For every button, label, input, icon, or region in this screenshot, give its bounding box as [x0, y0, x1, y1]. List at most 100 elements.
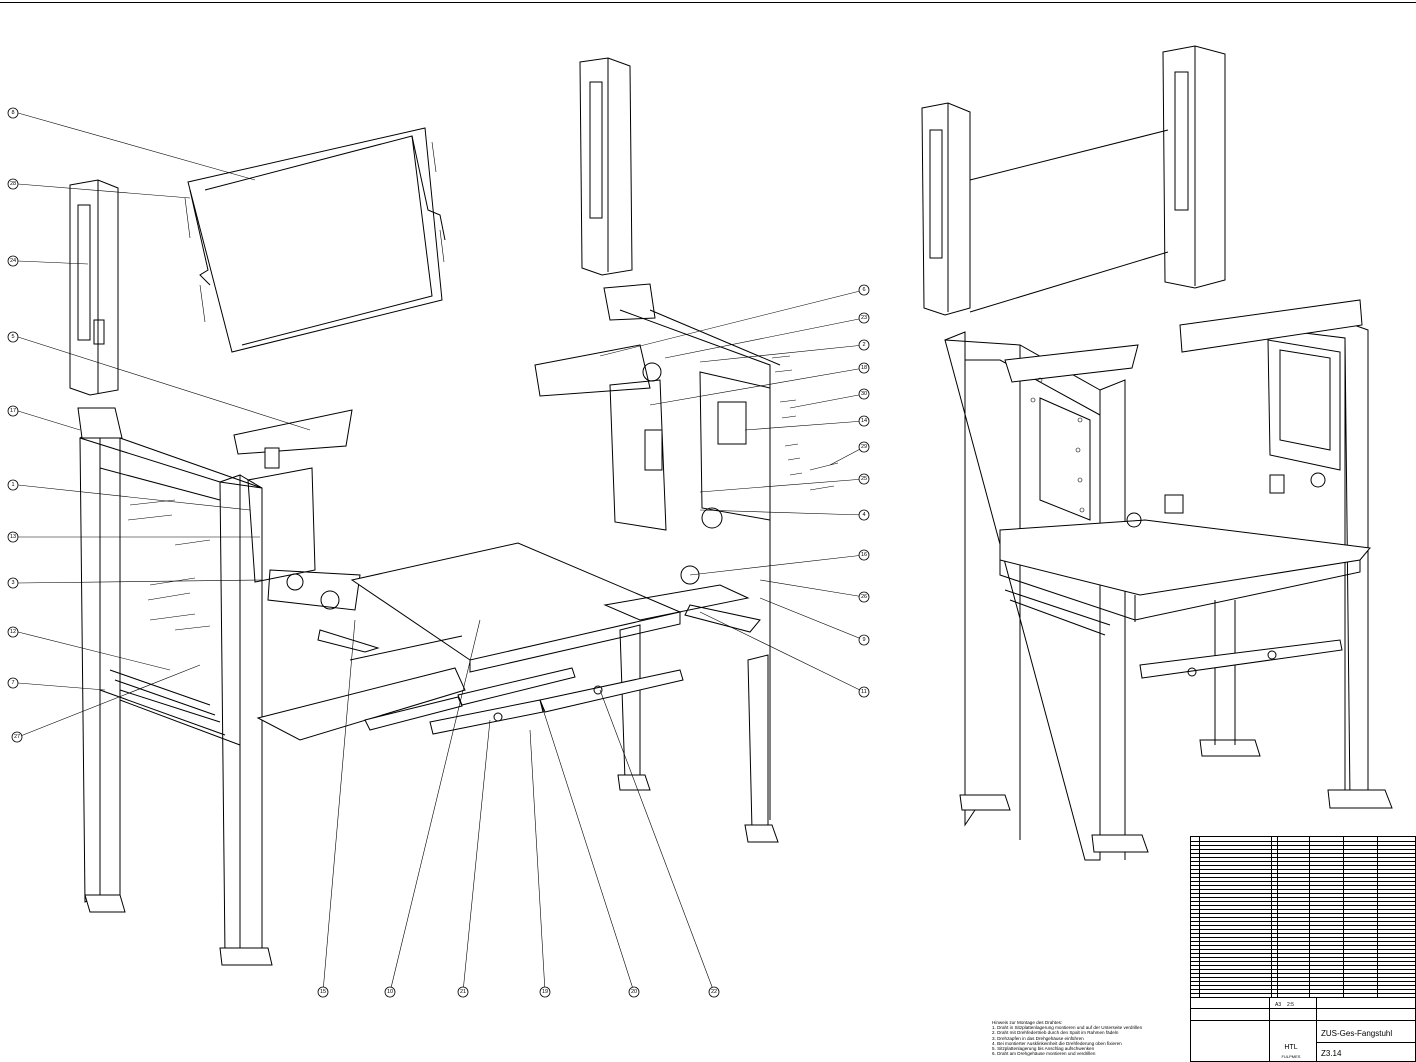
title-block: A3 2:5 ZUS-Ges-Fangstuhl HTL FULPMES Z3.…	[1190, 836, 1416, 1062]
parts-list-cell	[1271, 937, 1278, 941]
parts-list-cell	[1271, 857, 1278, 861]
parts-list-cell	[1191, 857, 1200, 861]
parts-list-cell	[1309, 925, 1344, 929]
drawing-scale: 2:5	[1287, 1002, 1294, 1008]
parts-list-cell	[1199, 969, 1272, 973]
svg-text:3: 3	[11, 580, 14, 586]
parts-list-cell	[1199, 945, 1272, 949]
parts-list-cell	[1199, 857, 1272, 861]
balloon-21: 21	[457, 986, 469, 998]
parts-list-cell	[1343, 981, 1378, 985]
parts-list-cell	[1271, 981, 1278, 985]
parts-list-cell	[1343, 901, 1378, 905]
parts-list-cell	[1199, 909, 1272, 913]
parts-list-cell	[1277, 853, 1310, 857]
parts-list-cell	[1343, 897, 1378, 901]
notes-heading: Hinweis zur Montage des Drahtes:	[992, 1020, 1063, 1025]
parts-list-cell	[1343, 925, 1378, 929]
parts-list-cell	[1271, 845, 1278, 849]
parts-list-cell	[1309, 961, 1344, 965]
svg-text:12: 12	[10, 629, 16, 635]
parts-list-cell	[1277, 973, 1310, 977]
balloon-20: 20	[628, 986, 640, 998]
svg-text:20: 20	[631, 989, 637, 995]
balloon-22: 22	[708, 986, 720, 998]
parts-list-cell	[1309, 849, 1344, 853]
parts-list-cell	[1343, 953, 1378, 957]
svg-text:6: 6	[862, 287, 865, 293]
parts-list-cell	[1343, 929, 1378, 933]
parts-list-cell	[1309, 913, 1344, 917]
parts-list-cell	[1271, 977, 1278, 981]
parts-list-cell	[1309, 941, 1344, 945]
parts-list-cell	[1343, 853, 1378, 857]
parts-list-cell	[1191, 837, 1200, 841]
parts-list-cell	[1277, 885, 1310, 889]
parts-list-cell	[1199, 933, 1272, 937]
parts-list-cell	[1343, 845, 1378, 849]
parts-list-cell	[1277, 921, 1310, 925]
parts-list-cell	[1199, 913, 1272, 917]
seat-plate	[256, 542, 682, 741]
svg-text:30: 30	[861, 391, 867, 397]
sheet-format: A3	[1275, 1002, 1282, 1008]
parts-list-cell	[1309, 981, 1344, 985]
parts-list-cell	[1343, 873, 1378, 877]
balloon-30: 30	[858, 388, 870, 400]
parts-list-cell	[1343, 945, 1378, 949]
parts-list-cell	[1271, 865, 1278, 869]
parts-list-cell	[1199, 973, 1272, 977]
parts-list-cell	[1191, 945, 1200, 949]
lever-bars	[364, 667, 684, 735]
parts-list-cell	[1199, 937, 1272, 941]
parts-list-cell	[1309, 881, 1344, 885]
parts-list-cell	[1271, 973, 1278, 977]
parts-list-cell	[1277, 837, 1310, 841]
parts-list-cell	[1191, 893, 1200, 897]
parts-list-cell	[1343, 881, 1378, 885]
parts-list-cell	[1343, 937, 1378, 941]
parts-list-cell	[1191, 881, 1200, 885]
parts-list-cell	[1199, 901, 1272, 905]
parts-list-cell	[1309, 861, 1344, 865]
assembly-notes: Hinweis zur Montage des Drahtes: 1. Drah…	[992, 1020, 1182, 1056]
note-line: 6. Draht am Drehgehäuse montieren und ve…	[992, 1051, 1096, 1057]
parts-list-cell	[1277, 929, 1310, 933]
parts-list-cell	[1199, 897, 1272, 901]
parts-list-cell	[1343, 977, 1378, 981]
parts-list-cell	[1199, 881, 1272, 885]
parts-list-cell	[1343, 913, 1378, 917]
parts-list-cell	[1199, 941, 1272, 945]
parts-list-cell	[1271, 905, 1278, 909]
parts-list-cell	[1277, 889, 1310, 893]
svg-text:21: 21	[460, 989, 466, 995]
parts-list-cell	[1343, 957, 1378, 961]
parts-list-cell	[1309, 977, 1344, 981]
school-name: HTL	[1284, 1044, 1298, 1051]
svg-text:22: 22	[711, 989, 717, 995]
parts-list-cell	[1343, 993, 1378, 997]
parts-list-cell	[1199, 845, 1272, 849]
parts-list-cell	[1277, 993, 1310, 997]
balloon-4: 4	[858, 509, 870, 521]
parts-list-cell	[1343, 973, 1378, 977]
parts-list-cell	[1271, 921, 1278, 925]
parts-list-cell	[1199, 961, 1272, 965]
parts-list-cell	[1309, 841, 1344, 845]
parts-list-cell	[1191, 929, 1200, 933]
armrest-plate-left	[233, 409, 353, 455]
parts-list-cell	[1309, 837, 1344, 841]
balloon-26: 26	[858, 591, 870, 603]
parts-list-cell	[1199, 925, 1272, 929]
parts-list-cell	[1191, 993, 1200, 997]
balloon-24: 24	[7, 255, 19, 267]
parts-list-cell	[1343, 985, 1378, 989]
svg-text:14: 14	[861, 418, 867, 424]
parts-list-cell	[1191, 989, 1200, 993]
parts-list-cell	[1199, 921, 1272, 925]
parts-list-cell	[1277, 849, 1310, 853]
drawing-number: Z3.14	[1321, 1049, 1342, 1058]
balloon-5a: 5	[7, 331, 19, 343]
parts-list-cell	[1343, 893, 1378, 897]
parts-list-cell	[1271, 941, 1278, 945]
